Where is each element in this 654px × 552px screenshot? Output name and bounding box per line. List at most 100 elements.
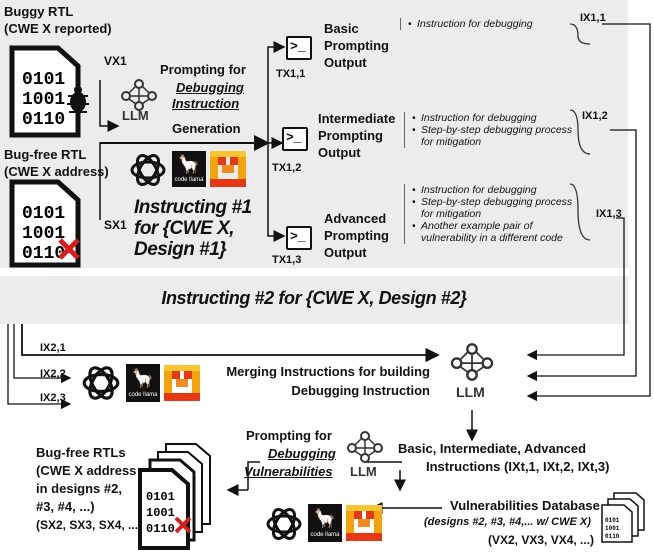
mistral-logo (164, 364, 200, 402)
bugfree-file-icon: 0101 1001 0110 (9, 179, 81, 268)
advanced-items: Instruction for debugging Step-by-step d… (404, 184, 581, 244)
svg-text:1001: 1001 (22, 90, 65, 110)
intermediate-output-title: Intermediate Prompting Output (318, 110, 395, 161)
merge-caption: Merging Instructions for building Debugg… (214, 362, 430, 400)
advanced-item-1: Instruction for debugging (412, 184, 581, 196)
i-x11-label: IX1,1 (580, 12, 606, 24)
advanced-title-1: Advanced (324, 211, 387, 226)
instructing2-panel (0, 276, 628, 324)
svg-text:1001: 1001 (22, 224, 65, 244)
bia-line-2: Instructions (IXt,1, IXt,2, IXt,3) (426, 459, 610, 474)
i-x23-label: IX2,3 (40, 392, 66, 404)
basic-items: Instruction for debugging (400, 18, 577, 30)
i-x22-label: IX2,2 (40, 368, 66, 380)
basic-title-3: Output (324, 55, 367, 70)
buggy-rtl-title: Buggy RTL (4, 4, 74, 19)
merge-line-1: Merging Instructions for building (226, 364, 430, 379)
svg-text:0101: 0101 (22, 204, 65, 224)
svg-text:0110: 0110 (146, 522, 175, 536)
mistral-logo (210, 151, 246, 187)
bugfree-rtls-line2: (CWE X address (36, 463, 137, 478)
svg-text:0110: 0110 (605, 533, 620, 540)
terminal-icon: >_ (286, 226, 312, 250)
code-llama-logo: 🦙 code llama (126, 364, 160, 402)
code-llama-label: code llama (128, 392, 158, 398)
vuln-db-subtitle: (designs #2, #3, #4,... w/ CWE X) (424, 516, 591, 528)
s-x1-label: SX1 (104, 218, 127, 232)
t-x11-label: TX1,1 (276, 68, 306, 80)
instructing1-title: Instructing #1 for {CWE X, Design #1} (134, 197, 252, 260)
svg-text:0110: 0110 (22, 244, 65, 264)
terminal-icon: >_ (286, 36, 312, 60)
intermediate-items: Instruction for debugging Step-by-step d… (404, 112, 577, 148)
bia-instructions: Basic, Intermediate, Advanced Instructio… (398, 440, 609, 476)
advanced-item-3: Another example pair of vulnerability in… (412, 220, 581, 244)
instructing2-title: Instructing #2 for {CWE X, Design #2} (161, 288, 467, 308)
bugfree-rtls-title: Bug-free RTLs (36, 445, 126, 460)
instructing1-line3: Design #1} (134, 239, 227, 260)
t-x12-label: TX1,2 (272, 162, 302, 174)
database-stack-icon: 0101 1001 0110 (601, 492, 645, 543)
intermediate-item-1: Instruction for debugging (412, 112, 577, 124)
bugfree-rtls-block: Bug-free RTLs (CWE X address in designs … (36, 444, 142, 534)
intermediate-title-3: Output (318, 145, 361, 160)
intermediate-item-2: Step-by-step debugging process for mitig… (412, 124, 577, 148)
buggy-file-icon: 0101 1001 0110 (9, 45, 81, 138)
openai-icon (128, 150, 168, 190)
svg-text:0101: 0101 (22, 70, 65, 90)
bugfree-rtls-line5: (SX2, SX3, SX4, ...) (36, 518, 143, 532)
llm-label: LLM (456, 384, 485, 400)
basic-title-2: Prompting (324, 38, 389, 53)
llm-label: LLM (350, 464, 377, 479)
instructing1-line2: for {CWE X, (134, 218, 235, 239)
bugfree-files-stack-icon: 0101 1001 0110 (138, 443, 211, 550)
prompting-for-label-2: Prompting for (246, 428, 332, 443)
svg-text:1001: 1001 (605, 525, 620, 532)
vulnerabilities-label: Vulnerabilities (244, 464, 333, 479)
code-llama-logo: 🦙 code llama (308, 504, 342, 542)
bugfree-rtl-title: Bug-free RTL (4, 147, 87, 162)
openai-icon (80, 362, 122, 404)
debugging-label-2: Debugging (268, 446, 336, 461)
svg-text:0101: 0101 (605, 517, 620, 524)
bugfree-rtls-line4: #3, #4, ...) (36, 499, 95, 514)
vuln-db-v: (VX2, VX3, VX4, ...) (488, 533, 595, 547)
intermediate-title-2: Prompting (318, 128, 383, 143)
llm-icon: LLM (344, 430, 388, 480)
instruction-label: Instruction (172, 96, 240, 111)
terminal-icon: >_ (282, 127, 308, 151)
t-x13-label: TX1,3 (272, 254, 302, 266)
bia-line-1: Basic, Intermediate, Advanced (398, 441, 587, 456)
intermediate-title-1: Intermediate (318, 111, 396, 126)
instructing1-line1: Instructing #1 (134, 197, 252, 218)
buggy-rtl-subtitle: (CWE X reported) (4, 21, 112, 36)
svg-text:0101: 0101 (146, 490, 175, 504)
generation-label: Generation (172, 121, 241, 136)
code-llama-label: code llama (174, 177, 204, 183)
bug-icon (67, 86, 89, 113)
advanced-output-title: Advanced Prompting Output (324, 210, 389, 261)
llm-icon: LLM (444, 342, 500, 404)
code-llama-logo: 🦙 code llama (172, 151, 206, 187)
i-x13-label: IX1,3 (596, 208, 622, 220)
advanced-title-3: Output (324, 245, 367, 260)
mistral-logo (346, 504, 382, 542)
basic-output-title: Basic Prompting Output (324, 20, 389, 71)
basic-title-1: Basic (324, 21, 359, 36)
llm-icon: LLM (118, 78, 160, 123)
vuln-db-title: Vulnerabilities Database (450, 498, 600, 513)
llm-label: LLM (122, 108, 149, 123)
bugfree-rtl-subtitle: (CWE X address) (4, 164, 109, 179)
openai-icon (264, 504, 304, 544)
code-llama-label: code llama (310, 532, 340, 538)
v-x1-label: VX1 (104, 54, 127, 68)
i-x21-label: IX2,1 (40, 342, 66, 354)
basic-item-1: Instruction for debugging (408, 18, 577, 30)
prompting-for-label: Prompting for (160, 62, 246, 77)
advanced-item-2: Step-by-step debugging process for mitig… (412, 196, 581, 220)
advanced-title-2: Prompting (324, 228, 389, 243)
svg-text:0110: 0110 (22, 110, 65, 130)
bugfree-rtls-line3: in designs #2, (36, 481, 122, 496)
i-x12-label: IX1,2 (582, 110, 608, 122)
